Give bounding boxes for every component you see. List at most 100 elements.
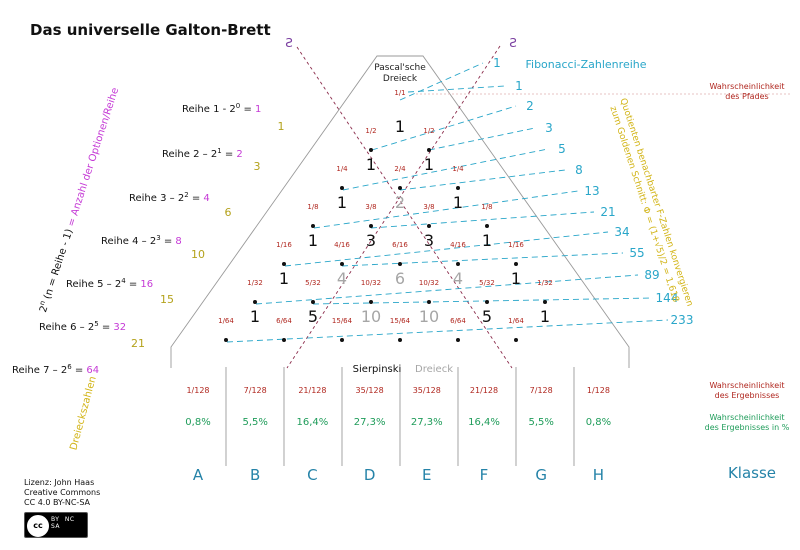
fibonacci-diagonals: 1123581321345589144233Fibonacci-Zahlenre…: [226, 56, 694, 343]
fibonacci-line: [341, 252, 624, 267]
nz-symbol-right: Ƨ: [509, 36, 517, 50]
page-title: Das universelle Galton-Brett: [30, 21, 271, 39]
fibonacci-number: 21: [600, 205, 615, 219]
result-percent: 27,3%: [354, 417, 386, 428]
cc-by-icon: BY: [51, 516, 60, 523]
fibonacci-line: [312, 297, 654, 305]
result-fraction: 7/128: [530, 386, 553, 395]
row-label: Reihe 2 – 21 = 2: [162, 147, 243, 160]
cc-license-badge[interactable]: cc BY NC SA: [24, 512, 88, 538]
path-fraction: 1/4: [336, 165, 348, 173]
result-percent: 0,8%: [185, 417, 210, 428]
sierpinski-label: Sierpinski: [353, 364, 402, 375]
fibonacci-label: Fibonacci-Zahlenreihe: [525, 58, 646, 71]
pin: [369, 300, 373, 304]
triangular-number: 1: [278, 120, 285, 133]
class-letter: E: [422, 466, 431, 484]
pascal-number: 1: [482, 231, 492, 250]
result-prob-label: des Ergebnisses: [715, 391, 780, 400]
fibonacci-number: 89: [644, 268, 659, 282]
fibonacci-line: [371, 105, 517, 151]
path-fraction: 5/32: [305, 279, 321, 287]
result-percent: 5,5%: [242, 417, 267, 428]
path-fraction: 4/16: [450, 241, 466, 249]
result-fraction: 1/128: [186, 386, 209, 395]
cc-sa-icon: SA: [51, 523, 61, 530]
result-fraction: 35/128: [356, 386, 384, 395]
fibonacci-number: 233: [671, 313, 694, 327]
pin: [456, 338, 460, 342]
result-pct-label: Wahrscheinlichkeit: [709, 413, 784, 422]
pin: [427, 224, 431, 228]
result-percent: 0,8%: [586, 417, 611, 428]
pin: [485, 224, 489, 228]
result-percent: 27,3%: [411, 417, 443, 428]
class-letter: A: [193, 466, 204, 484]
fibonacci-line: [255, 274, 639, 305]
row-label: Reihe 3 – 22 = 4: [129, 191, 210, 204]
class-letter: D: [364, 466, 376, 484]
pascal-number: 1: [337, 193, 347, 212]
result-percent: 5,5%: [528, 417, 553, 428]
triangular-number: 21: [131, 337, 145, 350]
fibonacci-line: [407, 85, 506, 93]
pin: [398, 262, 402, 266]
fibonacci-number: 1: [515, 79, 523, 93]
path-fraction: 15/64: [332, 317, 353, 325]
fibonacci-line: [342, 148, 549, 191]
pascal-number: 3: [366, 231, 376, 250]
class-letter: G: [535, 466, 547, 484]
fibonacci-number: 1: [493, 56, 501, 70]
path-fraction: 6/64: [276, 317, 292, 325]
result-percent: 16,4%: [468, 417, 500, 428]
cc-icon: cc: [27, 515, 49, 537]
pascal-number: 10: [419, 307, 439, 326]
class-letter: B: [250, 466, 260, 484]
pascal-number: 6: [395, 269, 405, 288]
row-label: Reihe 1 - 20 = 1: [182, 102, 261, 115]
fibonacci-number: 5: [558, 142, 566, 156]
pascal-number: 1: [453, 193, 463, 212]
result-fraction: 21/128: [298, 386, 326, 395]
pin: [543, 300, 547, 304]
path-fraction: 4/16: [334, 241, 350, 249]
pin: [311, 224, 315, 228]
path-fraction: 3/8: [365, 203, 376, 211]
pin: [485, 300, 489, 304]
triangular-label: Dreieckszahlen: [68, 375, 98, 451]
pascal-number: 5: [482, 307, 492, 326]
pascal-label: Pascal'sche: [374, 63, 426, 73]
fibonacci-line: [399, 169, 566, 191]
fibonacci-line: [370, 211, 595, 229]
pin: [282, 262, 286, 266]
path-fraction: 6/16: [392, 241, 408, 249]
pin: [340, 186, 344, 190]
row-label: Reihe 5 – 24 = 16: [66, 277, 153, 290]
pascal-number: 1: [395, 117, 405, 136]
path-fraction: 1/64: [508, 317, 524, 325]
pin: [514, 338, 518, 342]
pin: [282, 338, 286, 342]
fibonacci-number: 34: [614, 225, 629, 239]
diagonal-line: [296, 46, 513, 369]
class-letter: C: [307, 466, 317, 484]
path-prob-label: des Pfades: [725, 92, 768, 101]
path-fraction: 5/32: [479, 279, 495, 287]
license-text: Lizenz: John Haas Creative Commons CC 4.…: [24, 478, 100, 508]
pascal-number: 1: [250, 307, 260, 326]
triangular-number: 15: [160, 293, 174, 306]
path-fraction: 1/8: [481, 203, 492, 211]
result-fraction: 21/128: [470, 386, 498, 395]
path-fraction: 6/64: [450, 317, 466, 325]
cc-tags: BY NC SA: [51, 516, 87, 530]
path-fraction: 1/2: [423, 127, 434, 135]
pin: [398, 186, 402, 190]
triangular-number: 10: [191, 248, 205, 261]
pin: [514, 262, 518, 266]
pascal-number: 2: [395, 193, 405, 212]
fibonacci-number: 3: [545, 121, 553, 135]
pin: [369, 148, 373, 152]
